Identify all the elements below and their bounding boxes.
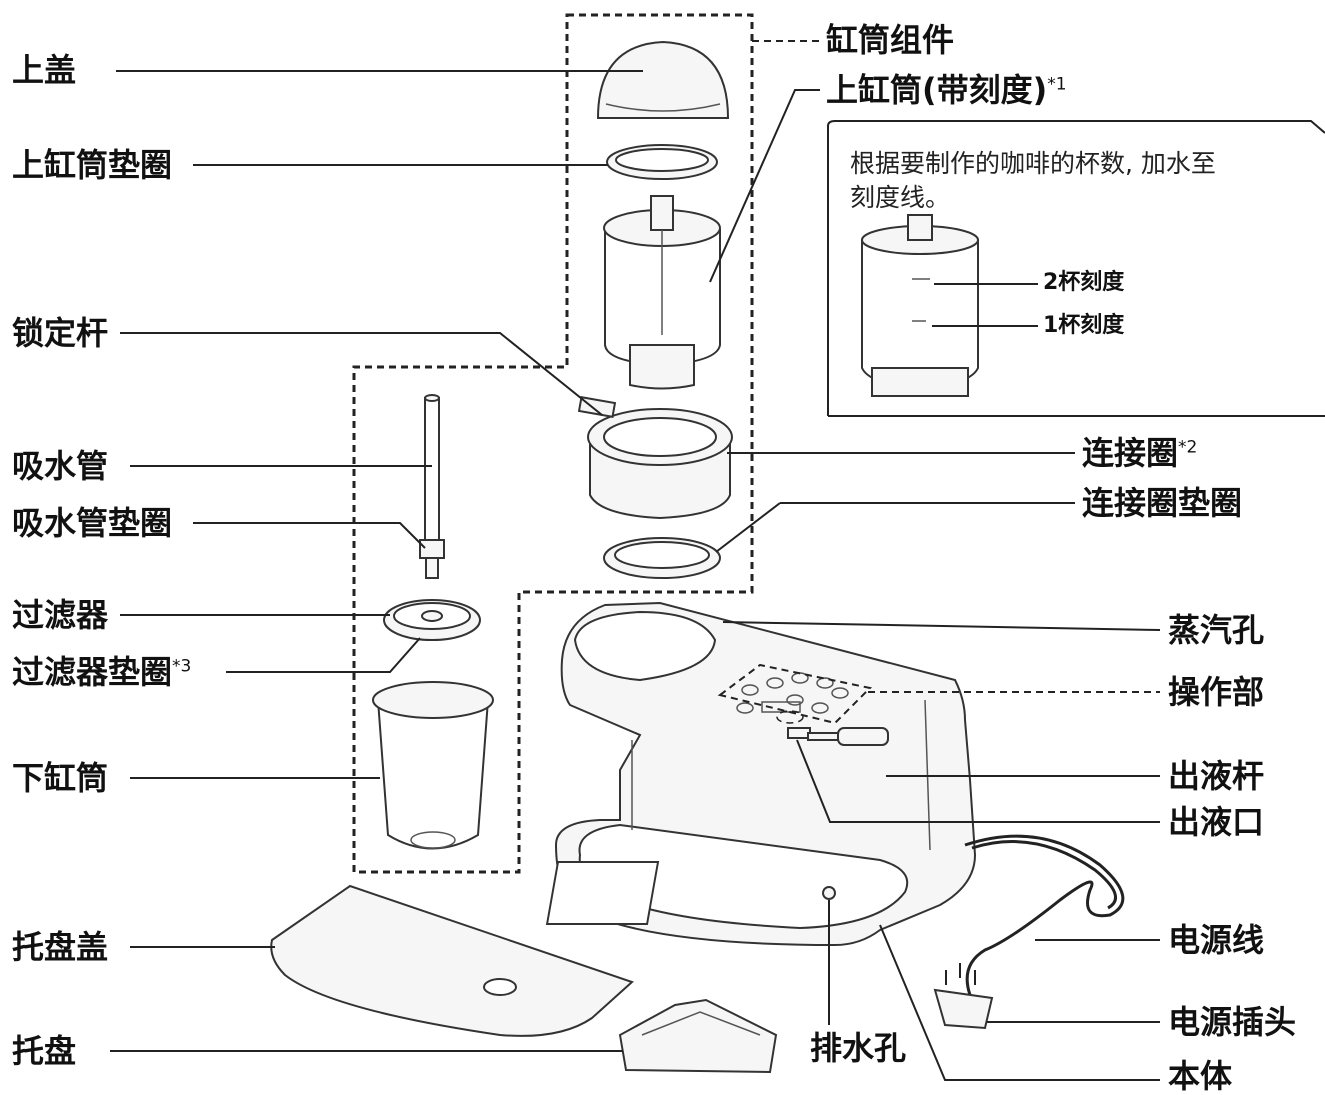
label-cylinder-assembly: 缸筒组件: [826, 21, 955, 59]
label-power-cord: 电源线: [1168, 921, 1265, 959]
label-outlet: 出液口: [1168, 803, 1265, 841]
leader-outlet: [796, 739, 1160, 823]
lower-cylinder-part: [372, 681, 494, 850]
body-part: [545, 601, 977, 947]
filter-part: [383, 599, 481, 641]
label-upper-gasket: 上缸筒垫圈: [12, 146, 173, 184]
connector-gasket-part: [603, 537, 721, 579]
label-siphon-tube: 吸水管: [12, 447, 109, 485]
label-filter-gasket: 过滤器垫圈: [12, 653, 173, 691]
label-lid: 上盖: [12, 51, 77, 89]
label-lower-cylinder: 下缸筒: [12, 759, 109, 797]
power-cord-part: [933, 834, 1125, 1030]
callout-mark-1: 1杯刻度: [1043, 313, 1125, 338]
label-connector-gasket: 连接圈垫圈: [1082, 484, 1243, 522]
label-filter: 过滤器: [12, 596, 109, 634]
leader-siphon-gasket: [193, 522, 426, 549]
label-connector-ring-wrap: 连接圈*2: [1082, 435, 1197, 471]
label-dispense-lever: 出液杆: [1168, 757, 1265, 795]
leader-lock-lever: [120, 332, 603, 416]
label-upper-cylinder: 上缸筒(带刻度): [826, 71, 1048, 109]
callout-text-line1: 根据要制作的咖啡的杯数, 加水至: [850, 149, 1216, 178]
label-body: 本体: [1168, 1057, 1233, 1095]
label-filter-gasket-wrap: 过滤器垫圈*3: [12, 654, 191, 690]
footnote-connector-ring: *2: [1178, 437, 1198, 458]
lid-part: [596, 40, 730, 119]
callout-box: [827, 120, 1325, 417]
callout-text-line2: 刻度线。: [850, 183, 951, 212]
siphon-tube-part: [419, 394, 445, 579]
leader-upper-cylinder: [709, 89, 820, 283]
label-tray: 托盘: [12, 1032, 77, 1070]
upper-cylinder-part: [603, 195, 721, 390]
tray-cover-part: [270, 884, 634, 1037]
label-drain-hole: 排水孔: [810, 1029, 907, 1067]
leader-connector-gasket: [715, 502, 781, 553]
label-tray-cover: 托盘盖: [12, 928, 109, 966]
upper-gasket-part: [606, 144, 718, 180]
footnote-filter-gasket: *3: [172, 656, 192, 677]
label-upper-cylinder-wrap: 上缸筒(带刻度)*1: [826, 72, 1067, 108]
label-control-panel: 操作部: [1168, 673, 1265, 711]
cylinder-assembly-outline: [352, 13, 754, 874]
leader-filter-gasket: [226, 637, 421, 673]
label-siphon-gasket: 吸水管垫圈: [12, 504, 173, 542]
connector-ring-part: [577, 395, 733, 520]
label-steam-hole: 蒸汽孔: [1168, 611, 1265, 649]
callout-mark-2: 2杯刻度: [1043, 270, 1125, 295]
label-lock-lever: 锁定杆: [12, 314, 109, 352]
label-power-plug: 电源插头: [1168, 1003, 1297, 1041]
label-connector-ring: 连接圈: [1082, 434, 1179, 472]
leader-body: [879, 924, 1160, 1081]
footnote-upper-cylinder: *1: [1047, 74, 1067, 95]
leader-steam-hole: [722, 621, 1161, 631]
tray-part: [618, 998, 778, 1074]
